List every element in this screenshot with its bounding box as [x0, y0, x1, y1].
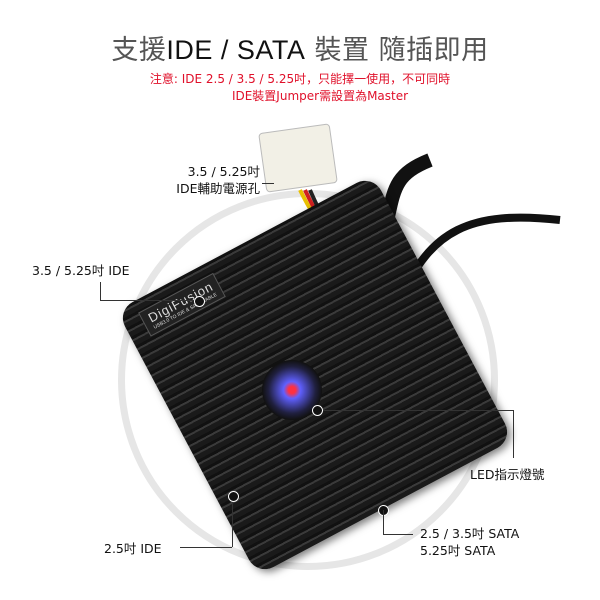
label-sata-line: 2.5 / 3.5吋 SATA [420, 526, 520, 541]
label-power: 3.5 / 5.25吋 IDE輔助電源孔 [150, 163, 260, 197]
headline: 支援IDE / SATA 裝置 隨插即用 [0, 28, 600, 67]
label-sata-line: 5.25吋 SATA [420, 543, 496, 558]
headline-part: 裝置 隨插即用 [305, 35, 489, 66]
label-ide-35: 3.5 / 5.25吋 IDE [32, 263, 130, 278]
callout-line [100, 300, 198, 301]
callout-line [383, 534, 413, 535]
label-ide-25: 2.5吋 IDE [104, 541, 162, 556]
callout-line [262, 183, 274, 184]
callout-line [318, 410, 513, 411]
label-led: LED指示燈號 [470, 467, 545, 482]
callout-dot [228, 491, 239, 502]
note-line-1: 注意: IDE 2.5 / 3.5 / 5.25吋，只能擇一使用，不可同時 [149, 72, 451, 86]
note-line-2: IDE裝置Jumper需設置為Master [231, 89, 409, 103]
callout-dot [194, 296, 205, 307]
label-power-line: 3.5 / 5.25吋 [187, 164, 260, 179]
headline-part: IDE / SATA [166, 35, 306, 65]
callout-dot [312, 405, 323, 416]
label-sata: 2.5 / 3.5吋 SATA 5.25吋 SATA [420, 525, 519, 559]
callout-line [232, 497, 233, 547]
callout-line [513, 410, 514, 458]
callout-line [180, 547, 232, 548]
headline-part: 支援 [111, 35, 167, 66]
callout-line [383, 510, 384, 534]
callout-line [100, 282, 101, 300]
label-power-line: IDE輔助電源孔 [176, 181, 260, 196]
